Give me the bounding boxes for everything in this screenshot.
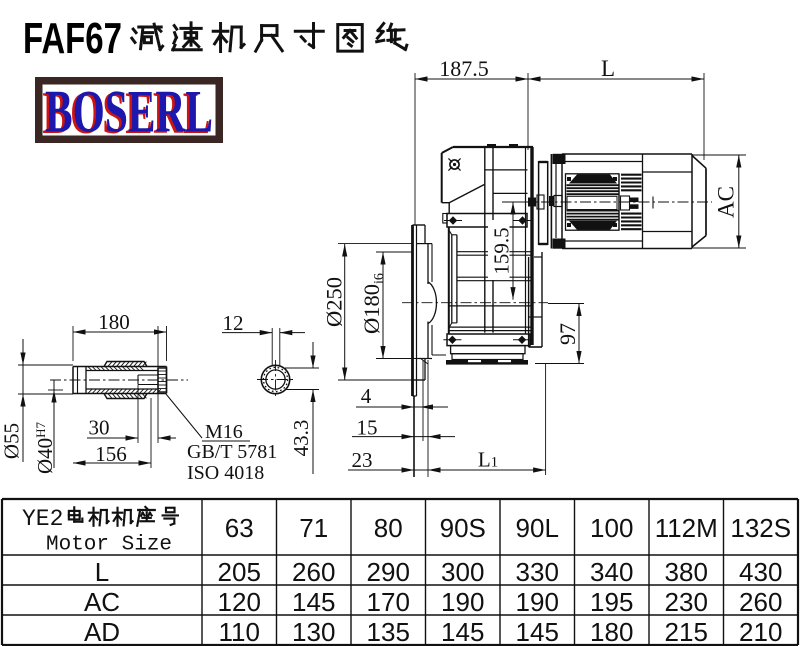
svg-text:145: 145 [292, 587, 335, 617]
svg-text:260: 260 [739, 587, 782, 617]
svg-text:290: 290 [367, 557, 410, 587]
svg-text:L: L [601, 56, 615, 81]
svg-text:135: 135 [367, 617, 410, 646]
svg-text:340: 340 [590, 557, 633, 587]
svg-text:23: 23 [352, 448, 373, 472]
svg-text:AD: AD [84, 617, 120, 646]
svg-text:205: 205 [218, 557, 261, 587]
svg-text:YE2: YE2 [22, 506, 63, 532]
svg-text:215: 215 [665, 617, 708, 646]
svg-text:Ø40H7: Ø40H7 [33, 421, 57, 474]
svg-text:132S: 132S [730, 513, 791, 543]
svg-text:Ø250: Ø250 [322, 277, 347, 327]
svg-text:156: 156 [95, 442, 127, 466]
svg-text:90S: 90S [440, 513, 486, 543]
svg-text:97: 97 [555, 323, 580, 345]
svg-text:260: 260 [292, 557, 335, 587]
svg-text:15: 15 [357, 416, 378, 440]
svg-text:380: 380 [665, 557, 708, 587]
svg-text:63: 63 [225, 513, 254, 543]
svg-text:BOSERL: BOSERL [45, 79, 213, 145]
svg-text:430: 430 [739, 557, 782, 587]
svg-text:330: 330 [516, 557, 559, 587]
svg-text:130: 130 [292, 617, 335, 646]
svg-text:112M: 112M [655, 513, 718, 543]
svg-text:BOSERL: BOSERL [42, 80, 210, 146]
svg-text:170: 170 [367, 587, 410, 617]
svg-text:90L: 90L [516, 513, 559, 543]
svg-text:187.5: 187.5 [439, 56, 489, 81]
svg-text:300: 300 [441, 557, 484, 587]
svg-text:Ø55: Ø55 [0, 423, 24, 459]
svg-text:AC: AC [714, 186, 739, 218]
svg-text:190: 190 [516, 587, 559, 617]
svg-text:110: 110 [219, 617, 260, 646]
svg-text:FAF67: FAF67 [23, 14, 122, 63]
svg-text:M16: M16 [205, 421, 243, 443]
svg-text:145: 145 [516, 617, 559, 646]
svg-text:180: 180 [98, 310, 130, 334]
svg-text:145: 145 [441, 617, 484, 646]
svg-text:230: 230 [665, 587, 708, 617]
svg-text:43.3: 43.3 [289, 420, 313, 457]
svg-text:30: 30 [89, 416, 110, 440]
svg-text:GB/T 5781: GB/T 5781 [187, 441, 277, 463]
svg-text:L: L [95, 557, 109, 587]
svg-text:100: 100 [590, 513, 633, 543]
svg-text:180: 180 [590, 617, 633, 646]
svg-text:12: 12 [223, 311, 244, 335]
svg-text:71: 71 [299, 513, 328, 543]
svg-text:Motor Size: Motor Size [46, 534, 172, 557]
svg-text:ISO 4018: ISO 4018 [187, 462, 264, 484]
svg-text:120: 120 [218, 587, 261, 617]
svg-text:AC: AC [84, 587, 120, 617]
svg-text:80: 80 [374, 513, 403, 543]
svg-text:195: 195 [590, 587, 633, 617]
svg-text:159.5: 159.5 [490, 227, 514, 274]
svg-text:190: 190 [441, 587, 484, 617]
svg-text:210: 210 [739, 617, 782, 646]
svg-text:4: 4 [361, 384, 372, 408]
